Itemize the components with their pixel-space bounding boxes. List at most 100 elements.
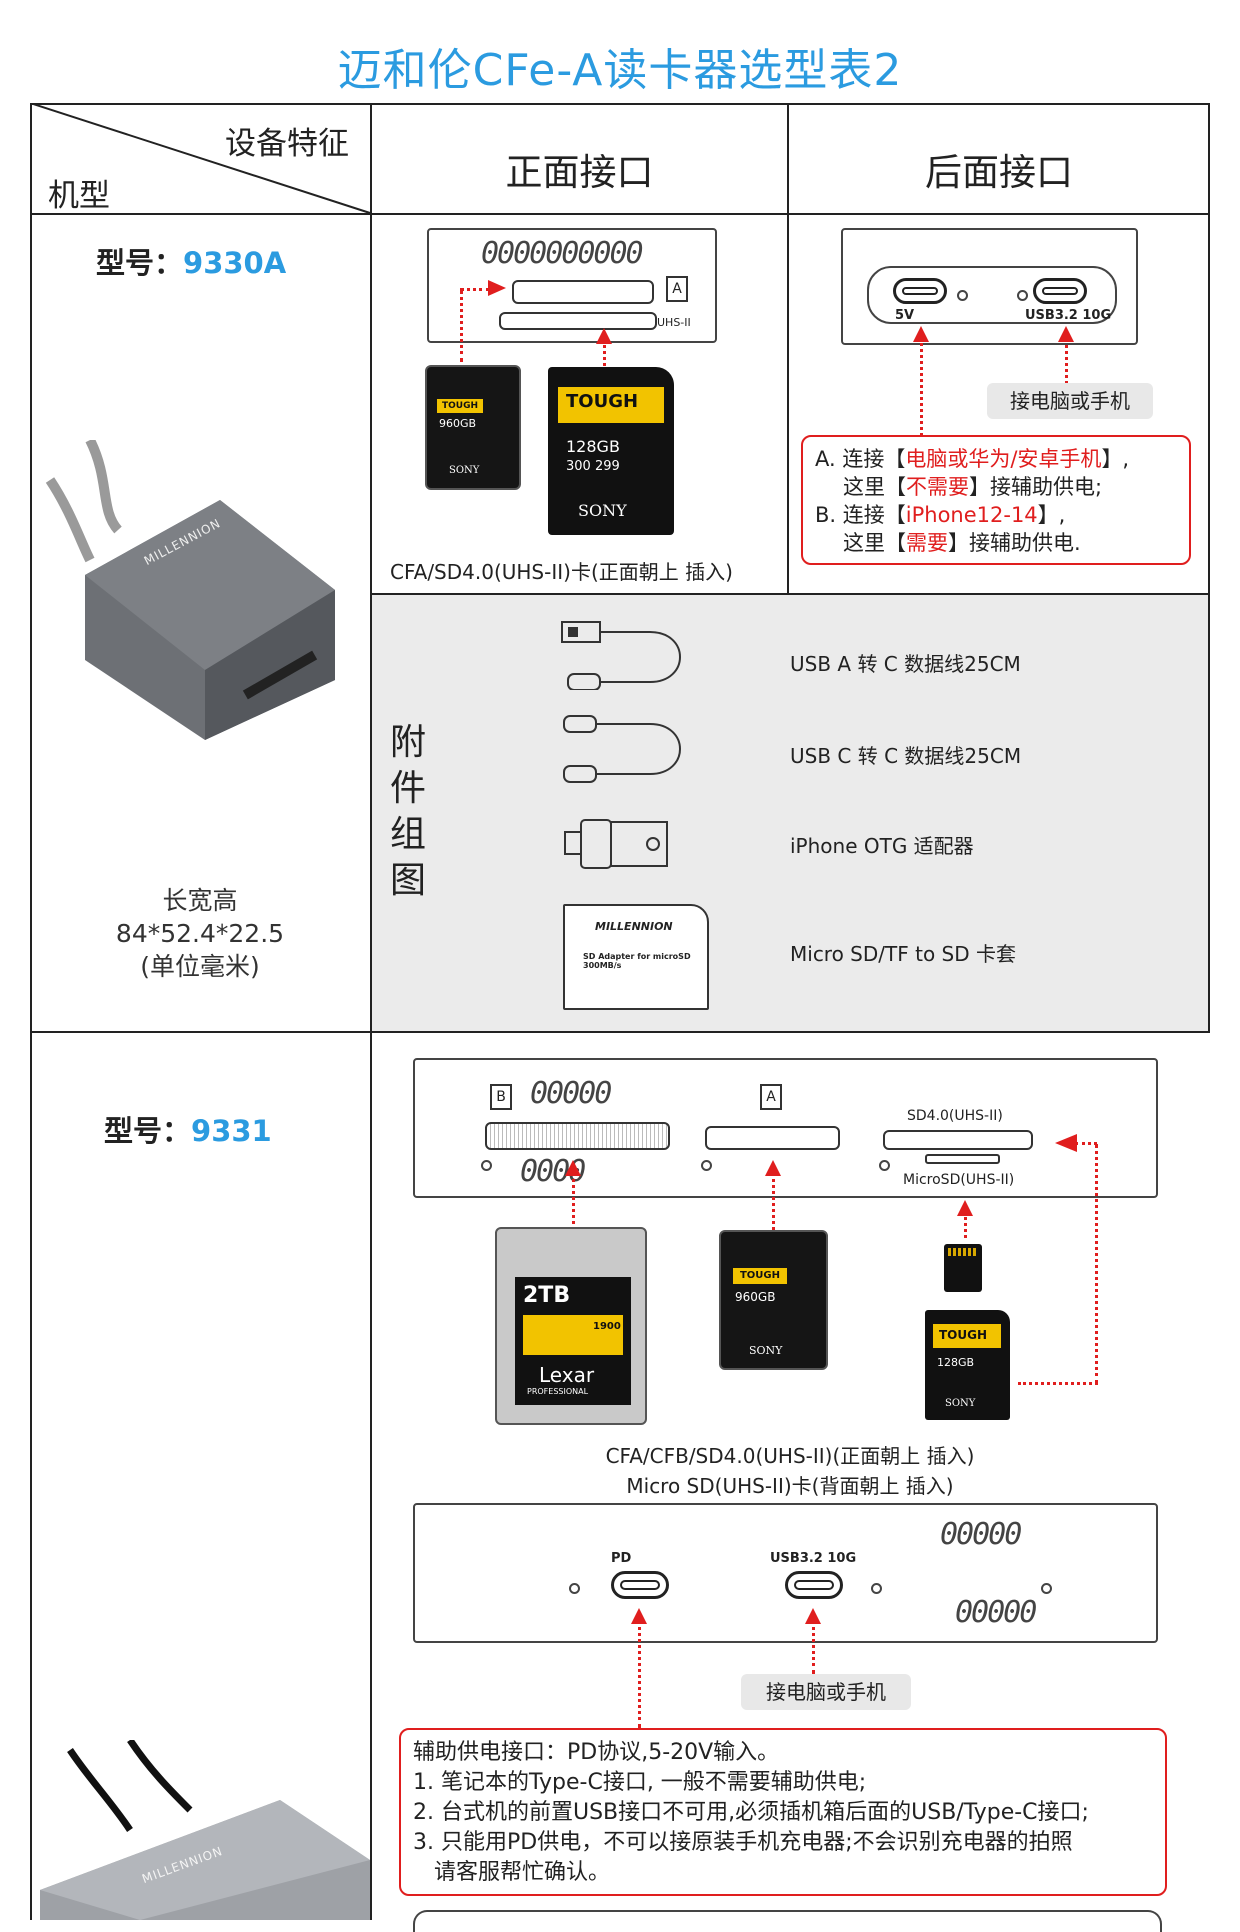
note-9331-line-2: 2. 台式机的前置USB接口不可用,必须插机箱后面的USB/Type-C接口;	[413, 1800, 1089, 1825]
row-divider	[30, 1031, 1210, 1033]
led-dot	[481, 1160, 492, 1171]
arrow-usb32	[1065, 338, 1068, 384]
led-dot	[957, 290, 968, 301]
vent-icon: 00000	[530, 1076, 612, 1111]
arrow-sd-vertical	[603, 340, 606, 366]
back-9330a-panel	[867, 266, 1117, 324]
sd-card-capacity: 128GB	[937, 1356, 975, 1369]
slot-badge-a: A	[760, 1084, 782, 1110]
model-9331-label: 型号：9331	[104, 1114, 272, 1148]
vent-icon: 00000	[940, 1517, 1022, 1552]
note-9331-line-0: 辅助供电接口：PD协议,5-20V输入。	[413, 1740, 780, 1765]
front-9331-device: B 00000 0000 A SD4.0(UHS-II) MicroSD(UHS…	[413, 1058, 1158, 1198]
led-dot	[871, 1583, 882, 1594]
sd-card-brand: TOUGH	[933, 1324, 1001, 1348]
vent-icon: 0000000000	[481, 236, 644, 271]
arrow-microsd-head	[957, 1200, 973, 1216]
arrow-cfa-head	[488, 280, 506, 296]
arrow-cfa-horizontal	[460, 288, 490, 291]
port-pd-label: PD	[611, 1551, 632, 1566]
accessories-label: 附件组图	[389, 722, 426, 901]
usb-a-to-c-cable-icon	[561, 621, 681, 690]
sd-adapter-icon: MILLENNION SD Adapter for microSD 300MB/…	[563, 904, 709, 1010]
arrow-cfa	[772, 1172, 775, 1230]
arrow-usb32-head	[1058, 326, 1074, 342]
accessories-panel	[372, 595, 1208, 1031]
dims-title: 长宽高	[162, 886, 238, 915]
cfa-slot	[705, 1126, 840, 1150]
back-9330a-device: 5V USB3.2 10G	[841, 228, 1138, 345]
arrow-sd-head	[1055, 1134, 1077, 1152]
reader-9331-cables	[40, 1738, 370, 1920]
sd-card-9331: TOUGH 128GB SONY	[925, 1310, 1010, 1420]
table-border-left	[30, 103, 32, 1920]
otg-adapter-icon	[564, 819, 668, 869]
cfb-card-brand: Lexar	[539, 1363, 595, 1387]
header-divider	[30, 213, 1210, 215]
cfa-card-capacity: 960GB	[439, 417, 477, 430]
arrow-sd-vertical	[1095, 1144, 1098, 1384]
sd-card-maker: SONY	[578, 501, 627, 520]
microsd-contacts	[948, 1248, 978, 1256]
vent-icon: 00000	[955, 1595, 1037, 1630]
note-9331-line-1: 1. 笔记本的Type-C接口, 一般不需要辅助供电;	[413, 1770, 867, 1795]
sd-card-capacity: 128GB	[566, 437, 620, 456]
slot-badge-a: A	[666, 276, 688, 302]
sd-card-9330a: TOUGH 128GB 300 299 SONY	[548, 367, 674, 535]
dims-unit: (单位毫米)	[140, 952, 260, 981]
connect-pill-9331: 接电脑或手机	[741, 1674, 911, 1710]
arrow-usb32	[812, 1620, 815, 1674]
dims-value: 84*52.4*22.5	[115, 919, 285, 948]
usb-c-to-c-cable-icon	[563, 715, 681, 783]
accessory-2-label: USB C 转 C 数据线25CM	[790, 744, 1022, 768]
page-title: 迈和伦CFe-A读卡器选型表2	[337, 45, 903, 96]
next-section-edge	[413, 1910, 1162, 1932]
adapter-brand: MILLENNION	[595, 920, 673, 933]
usb-c-data-port	[1033, 278, 1087, 304]
arrow-microsd	[964, 1212, 967, 1238]
front-9331-caption-2: Micro SD(UHS-II)卡(背面朝上 插入)	[626, 1474, 954, 1498]
cfa-card-9331: TOUGH 960GB SONY	[719, 1230, 828, 1370]
reader-9331-image: MILLENNION	[30, 1738, 370, 1920]
model-9330a-label: 型号：9330A	[96, 246, 287, 280]
arrow-5v	[920, 338, 923, 436]
note-box-9331: 辅助供电接口：PD协议,5-20V输入。 1. 笔记本的Type-C接口, 一般…	[399, 1728, 1167, 1896]
note-9331-line-3: 3. 只能用PD供电，不可以接原装手机充电器;不会识别充电器的拍照	[413, 1830, 1073, 1855]
sd-card-speed: 300 299	[566, 459, 620, 474]
cfb-card-sub: PROFESSIONAL	[527, 1387, 589, 1396]
cfa-card-maker: SONY	[449, 465, 480, 476]
arrow-cfb	[572, 1172, 575, 1224]
sd-card-brand: TOUGH	[558, 387, 664, 423]
header-feature-label: 设备特征	[225, 126, 349, 162]
led-dot	[701, 1160, 712, 1171]
reader-9330a-cables	[45, 437, 335, 740]
slot-badge-b: B	[490, 1084, 512, 1110]
arrow-sd-return	[1018, 1382, 1098, 1385]
cfb-card-9331: 2TB 1900 Lexar PROFESSIONAL	[495, 1227, 647, 1425]
header-diagonal	[30, 103, 371, 214]
cfa-card-brand: TOUGH	[733, 1268, 787, 1284]
note-9331-line-4: 请客服帮忙确认。	[413, 1860, 610, 1885]
model-9330a-dimensions: 长宽高 84*52.4*22.5 (单位毫米)	[30, 884, 370, 983]
port-usb32-label: USB3.2 10G	[1025, 308, 1112, 323]
adapter-text: SD Adapter for microSD 300MB/s	[583, 952, 691, 970]
reader-9330a-image: MILLENNION	[30, 437, 360, 760]
table-border-top	[30, 103, 1210, 105]
sd-slot	[883, 1130, 1033, 1150]
arrow-cfb-head	[565, 1160, 581, 1176]
cfb-card-speed: 1900	[593, 1321, 621, 1332]
accessory-4-label: Micro SD/TF to SD 卡套	[790, 942, 1016, 966]
led-dot	[879, 1160, 890, 1171]
arrow-pd	[638, 1620, 641, 1728]
arrow-cfa-vertical	[460, 290, 463, 362]
port-usb32-label: USB3.2 10G	[770, 1551, 857, 1566]
header-front: 正面接口	[505, 151, 654, 194]
sd-slot-label: SD4.0(UHS-II)	[907, 1108, 1003, 1124]
usb-c-pd-port	[611, 1571, 669, 1599]
front-9331-caption-1: CFA/CFB/SD4.0(UHS-II)(正面朝上 插入)	[605, 1444, 975, 1468]
arrow-cfa-head	[765, 1160, 781, 1176]
sd-card-maker: SONY	[945, 1398, 976, 1409]
port-5v-label: 5V	[895, 308, 915, 323]
header-back: 后面接口	[925, 151, 1073, 194]
front-9330a-device: 0000000000 A UHS-II	[427, 228, 717, 343]
